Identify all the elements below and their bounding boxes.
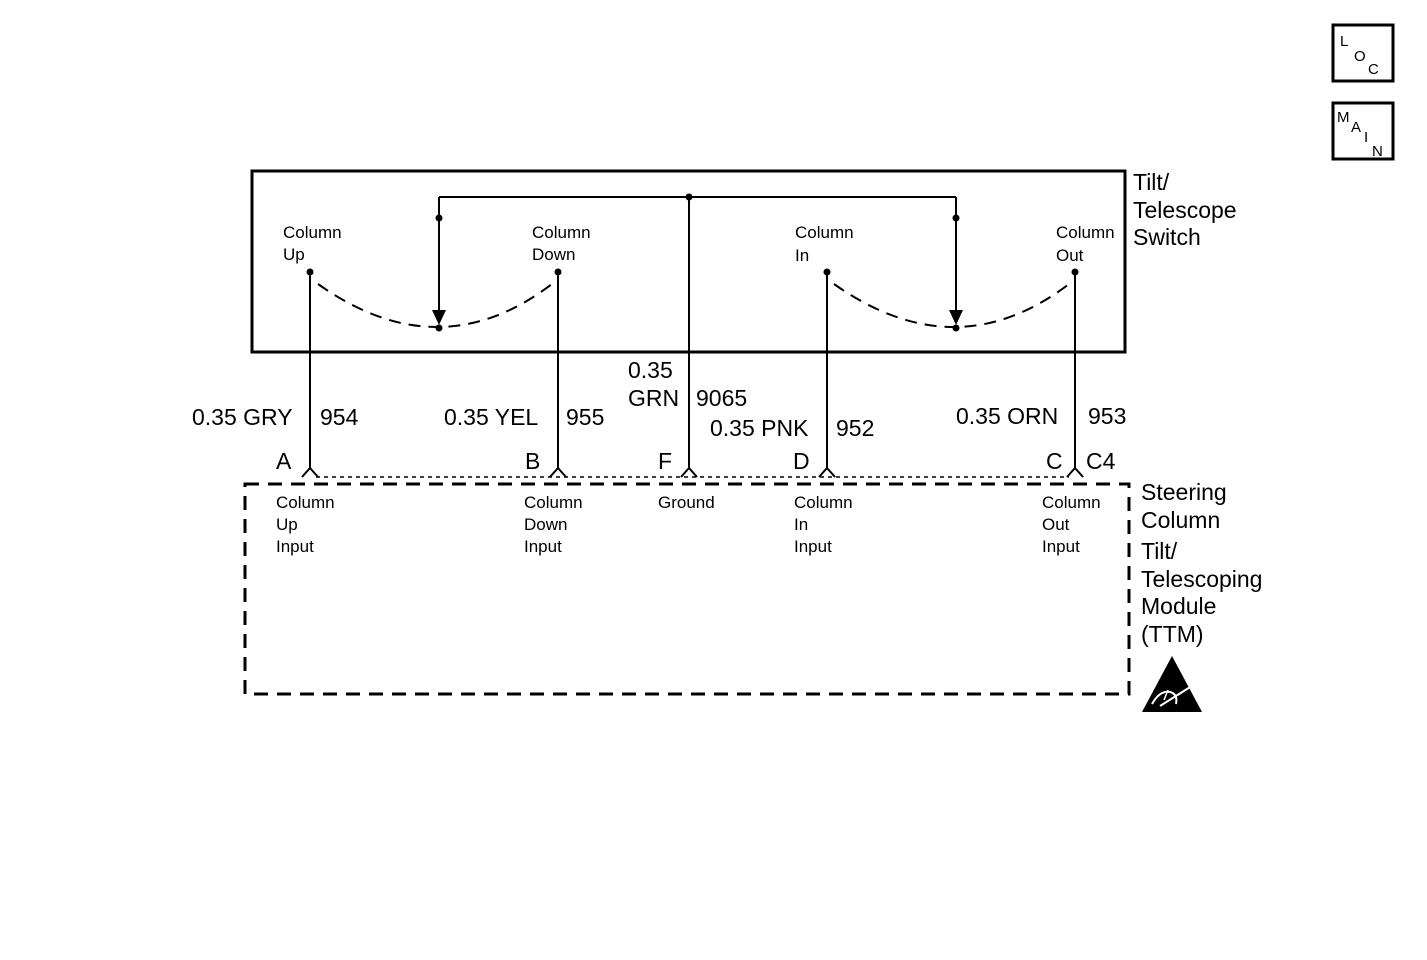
wire-yel-spec: 0.35 YEL [444, 404, 538, 430]
pin-c: C [1046, 448, 1063, 474]
pin-b: B [525, 448, 540, 474]
module-title-2: Column [1141, 507, 1220, 533]
module-title-4: Telescoping [1141, 566, 1262, 592]
pin-a: A [276, 448, 292, 474]
main-letter-m: M [1337, 109, 1350, 126]
switch-title-2: Telescope [1133, 197, 1237, 223]
loc-letter-o: O [1354, 48, 1366, 65]
input-ground-label: Ground [658, 493, 715, 512]
wire-grn-spec-2: GRN [628, 385, 679, 411]
main-button[interactable]: M A I N [1331, 101, 1395, 161]
wire-pnk-circuit: 952 [836, 415, 874, 441]
wire-grn-circuit: 9065 [696, 385, 747, 411]
connector-c4 [301, 466, 1084, 478]
input-up-label-3: Input [276, 537, 314, 556]
module-title-3: Tilt/ [1141, 538, 1178, 564]
loc-letter-l: L [1340, 33, 1348, 50]
input-down-label-1: Column [524, 493, 583, 512]
main-letter-n: N [1372, 143, 1383, 160]
wire-grn-spec-1: 0.35 [628, 357, 673, 383]
input-in-label-2: In [794, 515, 808, 534]
wire-pnk-spec: 0.35 PNK [710, 415, 809, 441]
input-out-label-3: Input [1042, 537, 1080, 556]
wire-gry-circuit: 954 [320, 404, 359, 430]
main-letter-a: A [1351, 119, 1361, 136]
switch-arc-up-down [317, 283, 553, 328]
loc-button[interactable]: L O C [1331, 23, 1395, 83]
module-box [243, 482, 1131, 696]
contact-up-label-2: Up [283, 245, 305, 264]
contact-up-label-1: Column [283, 223, 342, 242]
pin-d: D [793, 448, 810, 474]
module-title-1: Steering [1141, 479, 1227, 505]
wire-orn-spec: 0.35 ORN [956, 403, 1058, 429]
esd-warning-icon [1142, 656, 1202, 712]
input-up-label-2: Up [276, 515, 298, 534]
connector-id: C4 [1086, 448, 1116, 474]
main-letter-i: I [1364, 129, 1368, 146]
input-out-label-1: Column [1042, 493, 1101, 512]
contact-in-label-1: Column [795, 223, 854, 242]
module-title-5: Module [1141, 593, 1216, 619]
switch-common-bus [432, 193, 963, 332]
contact-down-label-2: Down [532, 245, 575, 264]
wire-gry-spec: 0.35 GRY [192, 404, 293, 430]
switch-title-3: Switch [1133, 224, 1201, 250]
input-in-label-3: Input [794, 537, 832, 556]
loc-letter-c: C [1368, 61, 1379, 78]
input-in-label-1: Column [794, 493, 853, 512]
input-up-label-1: Column [276, 493, 335, 512]
contact-in-label-2: In [795, 246, 809, 265]
switch-title-1: Tilt/ [1133, 169, 1170, 195]
wire-orn-circuit: 953 [1088, 403, 1126, 429]
wire-yel-circuit: 955 [566, 404, 604, 430]
input-down-label-2: Down [524, 515, 567, 534]
pin-f: F [658, 448, 672, 474]
input-out-label-2: Out [1042, 515, 1070, 534]
contact-down-label-1: Column [532, 223, 591, 242]
switch-arc-in-out [833, 283, 1070, 328]
input-down-label-3: Input [524, 537, 562, 556]
module-title-6: (TTM) [1141, 621, 1204, 647]
contact-out-label-2: Out [1056, 246, 1084, 265]
contact-out-label-1: Column [1056, 223, 1115, 242]
